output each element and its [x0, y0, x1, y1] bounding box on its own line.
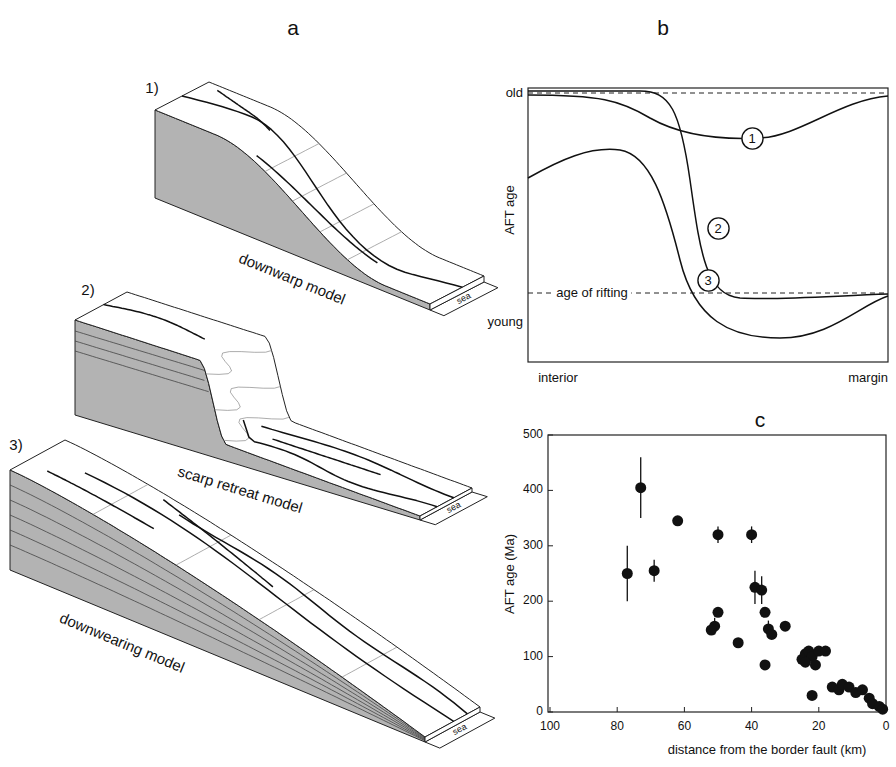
land-surface: [155, 82, 484, 304]
axis-title: AFT age (Ma): [503, 534, 517, 614]
tick-label: 100: [540, 720, 560, 733]
panel-b-plot: [528, 88, 888, 362]
sea-label: sea: [451, 722, 468, 738]
axis-title: distance from the border fault (km): [668, 743, 867, 757]
sea-label: sea: [455, 291, 472, 306]
model-number: 2): [81, 282, 94, 299]
river-line: [163, 500, 273, 587]
river-line: [273, 439, 381, 475]
circle-shape: [697, 269, 718, 290]
data-point: [807, 690, 818, 701]
data-point: [672, 515, 683, 526]
data-point: [800, 657, 811, 668]
tick-label: 400: [523, 484, 543, 497]
axis-label: interior: [538, 371, 578, 385]
data-point: [649, 565, 660, 576]
circled-number: 3: [697, 269, 720, 292]
data-point: [635, 482, 646, 493]
block-diagram: [10, 440, 495, 748]
tick-label: 300: [523, 539, 543, 552]
contour-line: [223, 417, 289, 441]
contour-line: [293, 173, 347, 201]
model-name: downwarp model: [236, 250, 347, 308]
axis-label: old: [506, 86, 523, 100]
data-point: [756, 585, 767, 596]
block-diagrams: [10, 82, 498, 748]
model-name: downwearing model: [57, 610, 187, 676]
tick-label: 20: [812, 720, 825, 733]
model-curve: [528, 95, 888, 138]
land-surface: [10, 440, 480, 737]
data-point: [706, 625, 717, 636]
axis-label: young: [488, 315, 523, 329]
circle-number: 3: [704, 274, 711, 287]
contour-line: [215, 387, 281, 411]
data-point: [760, 659, 771, 670]
contour-line: [176, 535, 231, 565]
circled-number: 1: [741, 127, 764, 150]
contour-line: [206, 350, 272, 374]
tick-label: 0: [536, 705, 543, 718]
data-point: [766, 629, 777, 640]
data-point: [733, 637, 744, 648]
model-curve: [528, 91, 888, 299]
end-face: [425, 707, 480, 742]
river-line: [85, 473, 454, 722]
river-line: [257, 156, 378, 263]
data-point: [746, 529, 757, 540]
axis-ticks: [548, 435, 886, 712]
data-point: [622, 568, 633, 579]
old-age-line: [528, 93, 888, 94]
river-line: [104, 305, 205, 340]
plot-frame: [548, 435, 886, 712]
model-curve: [528, 149, 888, 338]
panel-letter: c: [755, 408, 766, 431]
circle-number: 1: [748, 132, 755, 145]
panel-c-plot: [548, 435, 888, 715]
line-label: age of rifting: [553, 286, 631, 300]
block-diagram: [155, 82, 498, 316]
data-point: [713, 607, 724, 618]
tick-label: 200: [523, 595, 543, 608]
tick-label: 100: [523, 650, 543, 663]
data-points: [622, 457, 888, 715]
river-line: [182, 96, 462, 287]
panel-letter: b: [657, 16, 669, 39]
data-point: [877, 704, 888, 715]
tick-label: 500: [523, 428, 543, 441]
tick-label: 80: [611, 720, 624, 733]
model-number: 3): [9, 437, 22, 454]
model-number: 1): [145, 80, 158, 97]
data-point: [713, 529, 724, 540]
circle-number: 2: [714, 222, 721, 235]
front-face: [10, 470, 425, 742]
circle-shape: [741, 127, 762, 148]
model-name: scarp retreat model: [176, 463, 304, 516]
circle-shape: [707, 217, 728, 238]
data-point: [810, 659, 821, 670]
axis-title: AFT age: [503, 185, 517, 235]
plot-frame: [528, 88, 888, 362]
sea-label: sea: [445, 501, 462, 517]
river-line: [261, 426, 453, 498]
river-line: [217, 90, 270, 130]
data-point: [760, 607, 771, 618]
tick-label: 60: [678, 720, 691, 733]
stratum-line: [10, 485, 425, 738]
panel-letter: a: [287, 16, 299, 39]
data-point: [780, 621, 791, 632]
contour-line: [265, 144, 319, 172]
axis-label: margin: [848, 371, 888, 385]
data-point: [820, 646, 831, 657]
circled-number: 2: [707, 217, 730, 240]
contour-line: [320, 204, 374, 232]
tick-label: 40: [745, 720, 758, 733]
tick-label: 0: [883, 720, 890, 733]
